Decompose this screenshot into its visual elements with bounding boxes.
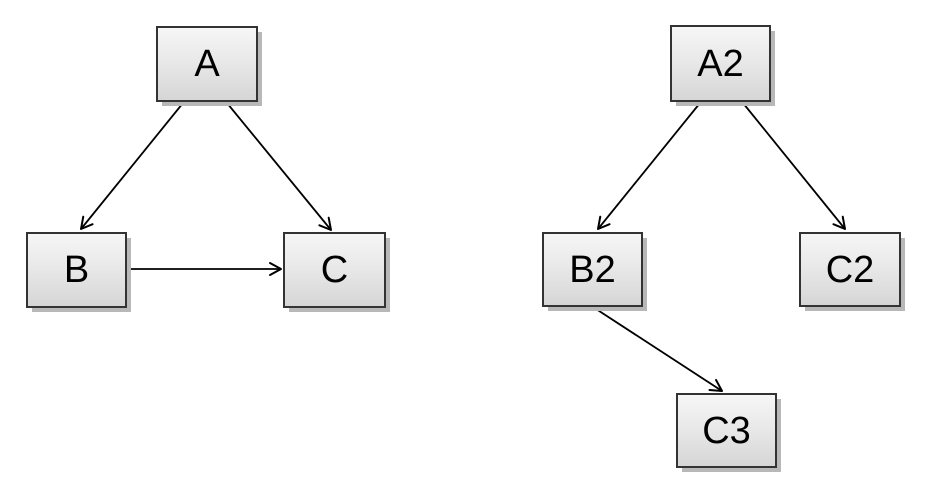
node-B2[interactable]: B2 bbox=[542, 232, 643, 307]
edge-A-C bbox=[226, 102, 332, 231]
node-label-A: A bbox=[194, 43, 220, 85]
edge-A2-C2 bbox=[742, 102, 846, 230]
node-label-A2: A2 bbox=[697, 42, 744, 85]
node-label-B2: B2 bbox=[569, 248, 616, 291]
node-B[interactable]: B bbox=[26, 232, 127, 308]
node-C[interactable]: C bbox=[283, 232, 386, 308]
node-label-B: B bbox=[63, 249, 90, 291]
node-label-C: C bbox=[320, 249, 349, 291]
node-label-C3: C3 bbox=[702, 409, 751, 452]
node-label-C2: C2 bbox=[825, 248, 875, 291]
edge-A-B bbox=[80, 102, 184, 230]
node-C2[interactable]: C2 bbox=[799, 232, 901, 307]
node-A2[interactable]: A2 bbox=[670, 25, 771, 102]
edge-B2-C3 bbox=[592, 306, 723, 392]
edge-A2-B2 bbox=[597, 102, 701, 230]
edges-group bbox=[80, 102, 846, 392]
node-C3[interactable]: C3 bbox=[676, 393, 777, 468]
node-A[interactable]: A bbox=[156, 26, 258, 102]
